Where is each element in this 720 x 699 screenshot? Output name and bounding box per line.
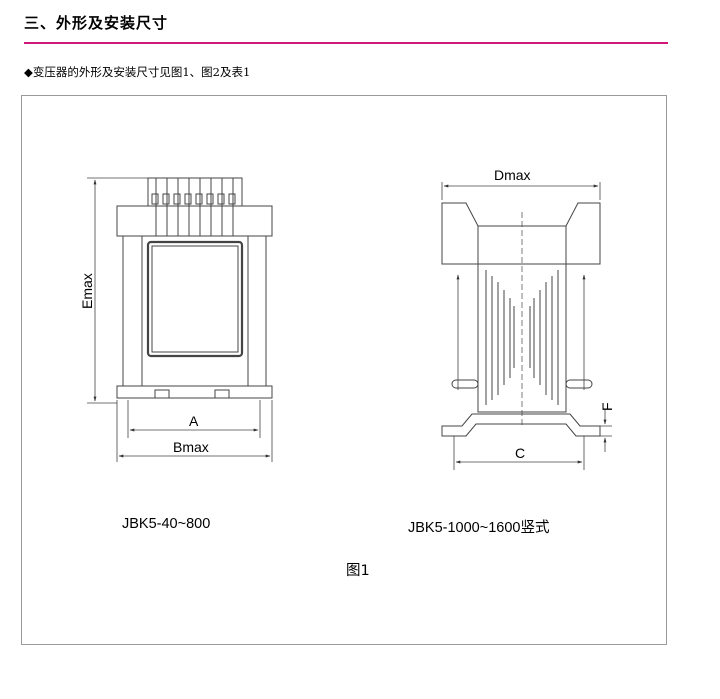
right-drawing-caption: JBK5-1000~1600竖式: [408, 520, 550, 536]
left-transformer-drawing: [87, 177, 273, 462]
dim-label-c: C: [515, 445, 525, 461]
heading-divider: [24, 42, 668, 44]
figure-frame: [21, 95, 667, 645]
right-transformer-drawing: [441, 182, 612, 470]
dim-label-dmax: Dmax: [494, 167, 531, 183]
figure-number: 图1: [346, 563, 370, 579]
section-heading: 三、外形及安装尺寸: [24, 14, 169, 32]
dim-label-bmax: Bmax: [173, 439, 209, 455]
dim-label-f: F: [599, 402, 615, 411]
intro-text: ◆变压器的外形及安装尺寸见图1、图2及表1: [24, 65, 251, 79]
left-drawing-caption: JBK5-40~800: [122, 516, 211, 532]
dim-label-a: A: [189, 413, 199, 429]
dim-label-emax: Emax: [79, 273, 95, 309]
